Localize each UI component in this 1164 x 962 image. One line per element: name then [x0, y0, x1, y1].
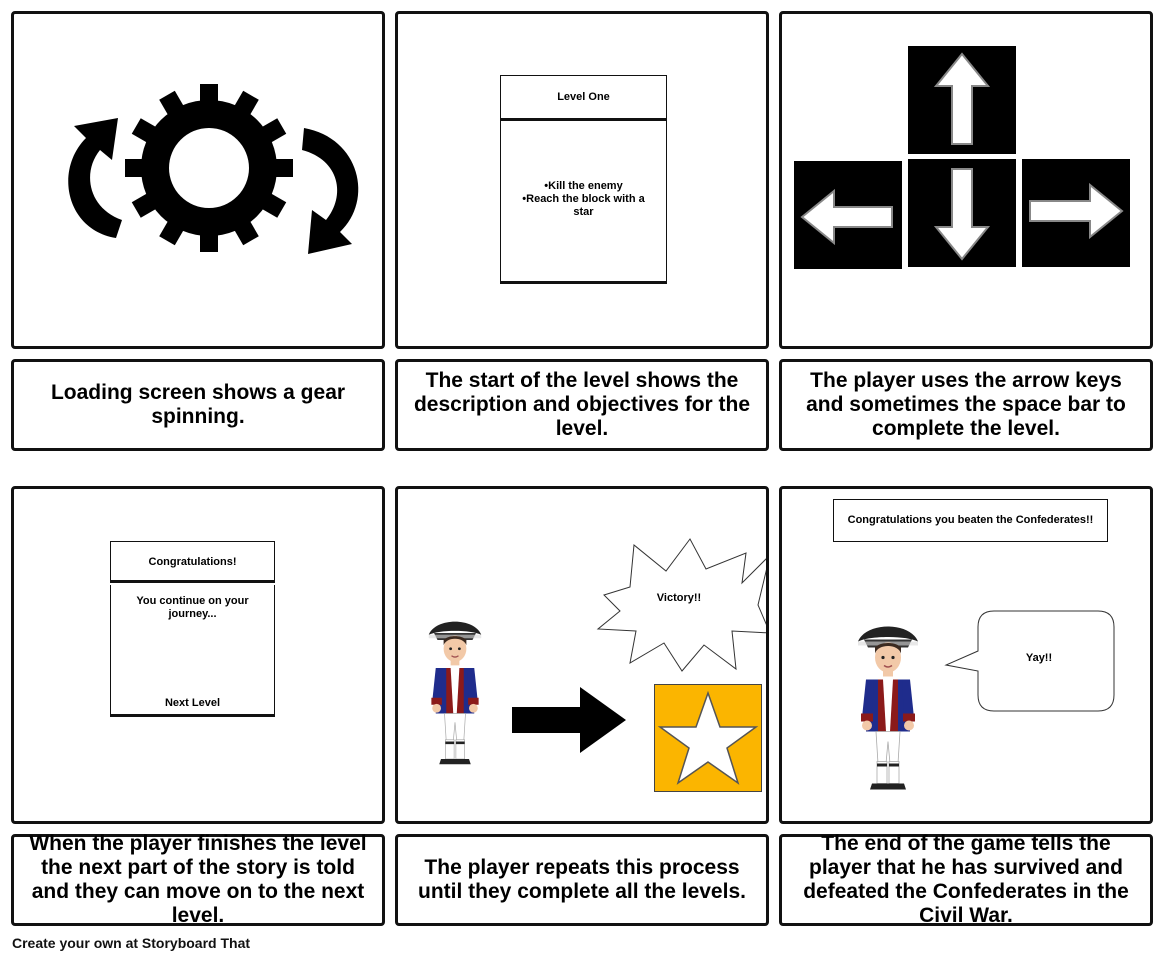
victory-speech-bubble	[596, 538, 766, 672]
panel-5-caption: The player repeats this process until th…	[395, 834, 769, 926]
star-block	[654, 684, 762, 792]
gear-icon	[125, 84, 293, 252]
level-card-title: Level One	[501, 76, 666, 121]
arrow-down-key	[908, 159, 1016, 267]
panel-6-scene: Congratulations you beaten the Confedera…	[779, 486, 1153, 824]
panel-1-scene	[11, 11, 385, 349]
objective-2: •Reach the block with a star	[522, 193, 645, 218]
rotate-arrow-left-icon	[68, 118, 122, 238]
rotate-arrow-right-icon	[302, 128, 359, 254]
arrow-left-icon	[800, 188, 893, 246]
objective-1: •Kill the enemy	[544, 180, 623, 192]
arrow-right-key	[1022, 159, 1130, 267]
panel-1-caption: Loading screen shows a gear spinning.	[11, 359, 385, 451]
right-arrow-icon	[512, 687, 626, 753]
panel-3-caption: The player uses the arrow keys and somet…	[779, 359, 1153, 451]
arrow-up-icon	[933, 52, 991, 145]
soldier-icon	[857, 625, 919, 791]
storyboard-that-footer-link[interactable]: Create your own at Storyboard That	[12, 935, 251, 951]
congrats-header: Congratulations!	[110, 541, 275, 583]
congrats-message: You continue on your journey...	[136, 595, 249, 620]
panel-4-scene: Congratulations! You continue on your jo…	[11, 486, 385, 824]
victory-bubble-text: Victory!!	[656, 592, 702, 604]
panel-2-caption: The start of the level shows the descrip…	[395, 359, 769, 451]
level-card: Level One •Kill the enemy •Reach the blo…	[500, 75, 667, 284]
yay-speech-bubble	[944, 610, 1115, 712]
arrow-up-key	[908, 46, 1016, 154]
panel-2-scene: Level One •Kill the enemy •Reach the blo…	[395, 11, 769, 349]
soldier-icon	[428, 620, 482, 765]
next-level-label: Next Level	[164, 697, 221, 709]
arrow-down-icon	[933, 168, 991, 261]
yay-bubble-text: Yay!!	[1025, 652, 1053, 664]
arrow-left-key	[794, 161, 902, 269]
panel-6-caption: The end of the game tells the player tha…	[779, 832, 1153, 927]
arrow-right-icon	[1029, 182, 1124, 240]
star-icon	[657, 690, 759, 785]
congrats-body: You continue on your journey... Next Lev…	[110, 585, 275, 717]
victory-banner: Congratulations you beaten the Confedera…	[833, 499, 1108, 542]
panel-3-scene	[779, 11, 1153, 349]
panel-5-scene: Victory!!	[395, 486, 769, 824]
panel-4-caption: When the player finishes the level the n…	[11, 832, 385, 927]
